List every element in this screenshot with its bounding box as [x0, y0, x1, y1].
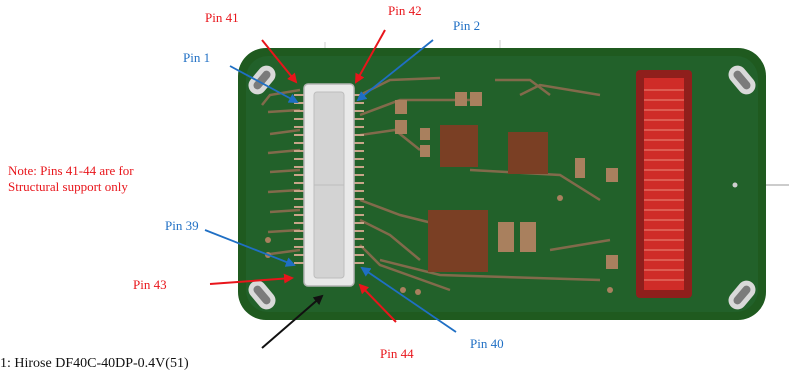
arrow-pin41	[261, 39, 298, 84]
arrow-pin44	[358, 283, 397, 323]
arrow-pin43	[209, 273, 294, 285]
note-line2: Structural support only	[8, 179, 128, 194]
label-pin2: Pin 2	[453, 18, 481, 33]
mounting-slots	[248, 65, 756, 310]
right-connector	[636, 70, 692, 298]
left-connector	[294, 83, 364, 287]
label-pin40: Pin 40	[470, 336, 504, 351]
pcb-board-inner	[246, 56, 758, 312]
arrow-pin39	[204, 229, 296, 267]
pcb-components	[265, 92, 738, 295]
label-pin42: Pin 42	[388, 3, 422, 18]
label-pin39: Pin 39	[165, 218, 199, 233]
label-pin1: Pin 1	[183, 50, 211, 65]
arrow-pin1	[229, 65, 299, 103]
label-pin43: Pin 43	[133, 277, 167, 292]
arrow-pin2	[356, 39, 434, 102]
label-pin44: Pin 44	[380, 346, 414, 361]
label-pin41: Pin 41	[205, 10, 239, 25]
arrow-pin40	[360, 266, 457, 333]
part-number-caption: 1: Hirose DF40C-40DP-0.4V(51)	[0, 356, 189, 371]
arrow-pin42	[355, 29, 386, 84]
arrow-part	[261, 294, 324, 349]
note-line1: Note: Pins 41-44 are for	[8, 163, 134, 178]
